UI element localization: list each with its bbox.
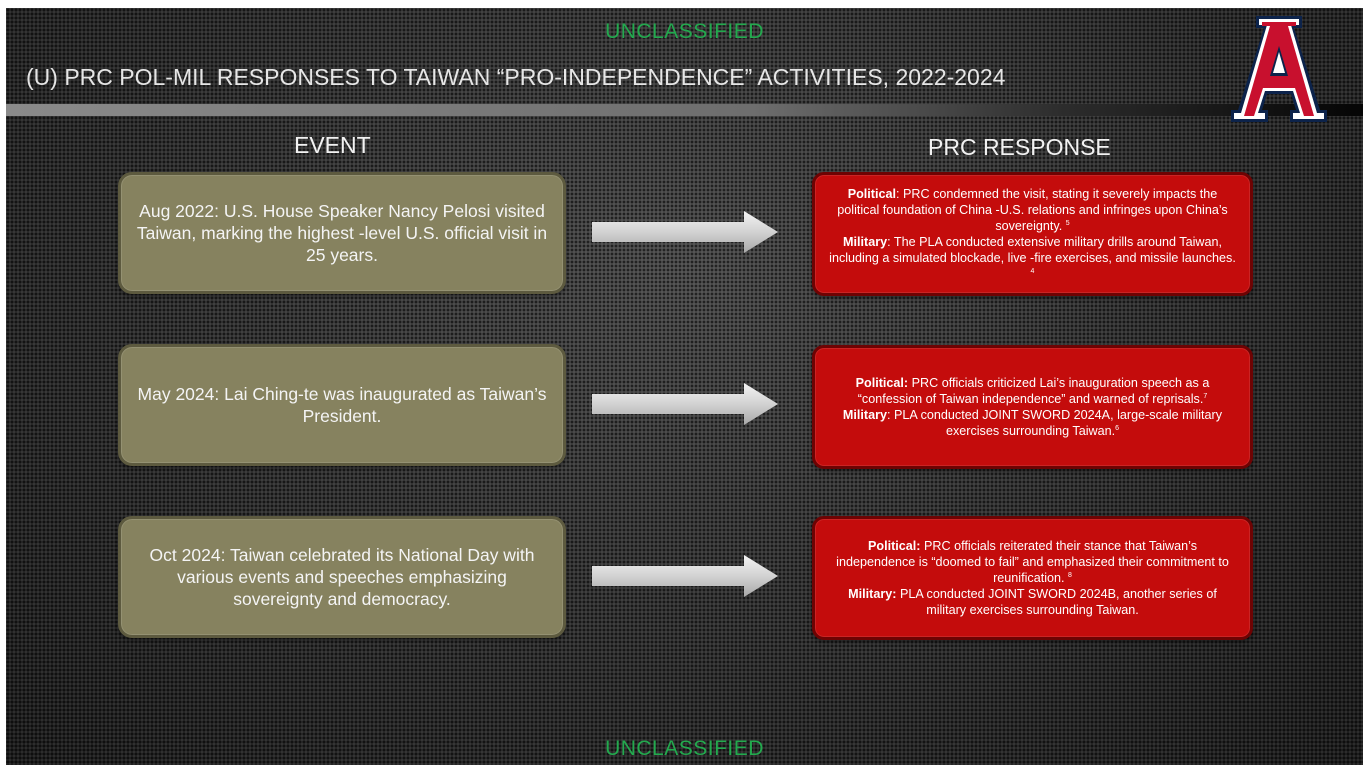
military-text: The PLA conducted extensive military dri…	[829, 235, 1236, 265]
military-response: Military: PLA conducted JOINT SWORD 2024…	[827, 586, 1238, 618]
column-header-event: EVENT	[294, 132, 371, 158]
military-label: Military:	[848, 587, 897, 601]
university-logo-icon: A	[1231, 16, 1327, 122]
slide: UNCLASSIFIED (U) PRC POL-MIL RESPONSES T…	[6, 8, 1363, 765]
right-arrow-icon	[592, 383, 778, 425]
political-text: PRC condemned the visit, stating it seve…	[837, 187, 1228, 233]
military-label: Military	[842, 408, 888, 422]
response-box-aug-2022: Political: PRC condemned the visit, stat…	[812, 172, 1253, 296]
title-underline-bar	[6, 104, 1363, 116]
political-text: PRC officials reiterated their stance th…	[836, 539, 1229, 585]
event-box-aug-2022: Aug 2022: U.S. House Speaker Nancy Pelos…	[118, 172, 566, 294]
political-label: Political	[847, 187, 896, 201]
military-response: Military: PLA conducted JOINT SWORD 2024…	[842, 408, 1223, 438]
response-box-may-2024: Political: PRC officials criticized Lai’…	[812, 345, 1253, 469]
military-text: PLA conducted JOINT SWORD 2024B, another…	[899, 587, 1217, 617]
footnote-ref: 7	[1203, 393, 1208, 400]
response-box-oct-2024: Political: PRC officials reiterated thei…	[812, 516, 1253, 640]
military-text: PLA conducted JOINT SWORD 2024A, large-s…	[894, 408, 1223, 438]
political-text: PRC officials criticized Lai’s inaugurat…	[857, 376, 1210, 406]
military-response: Military: The PLA conducted extensive mi…	[829, 235, 1236, 275]
event-box-may-2024: May 2024: Lai Ching-te was inaugurated a…	[118, 344, 566, 466]
military-label: Military	[843, 235, 888, 249]
political-label: Political:	[868, 539, 921, 553]
footnote-ref: 8	[1068, 572, 1072, 579]
classification-banner-top: UNCLASSIFIED	[605, 20, 764, 43]
column-header-prc-response: PRC RESPONSE	[928, 134, 1111, 160]
political-response: Political: PRC officials reiterated thei…	[827, 538, 1238, 586]
classification-banner-bottom: UNCLASSIFIED	[605, 737, 764, 760]
slide-title: (U) PRC POL-MIL RESPONSES TO TAIWAN “PRO…	[26, 64, 1006, 90]
footnote-ref: 6	[1115, 425, 1120, 432]
event-box-oct-2024: Oct 2024: Taiwan celebrated its National…	[118, 516, 566, 638]
right-arrow-icon	[592, 555, 778, 597]
political-label: Political:	[855, 376, 909, 390]
political-response: Political: PRC officials criticized Lai’…	[827, 375, 1238, 407]
footnote-ref: 4	[1030, 268, 1035, 275]
footnote-ref: 5	[1065, 220, 1070, 227]
political-response: Political: PRC condemned the visit, stat…	[837, 187, 1228, 233]
right-arrow-icon	[592, 211, 778, 253]
